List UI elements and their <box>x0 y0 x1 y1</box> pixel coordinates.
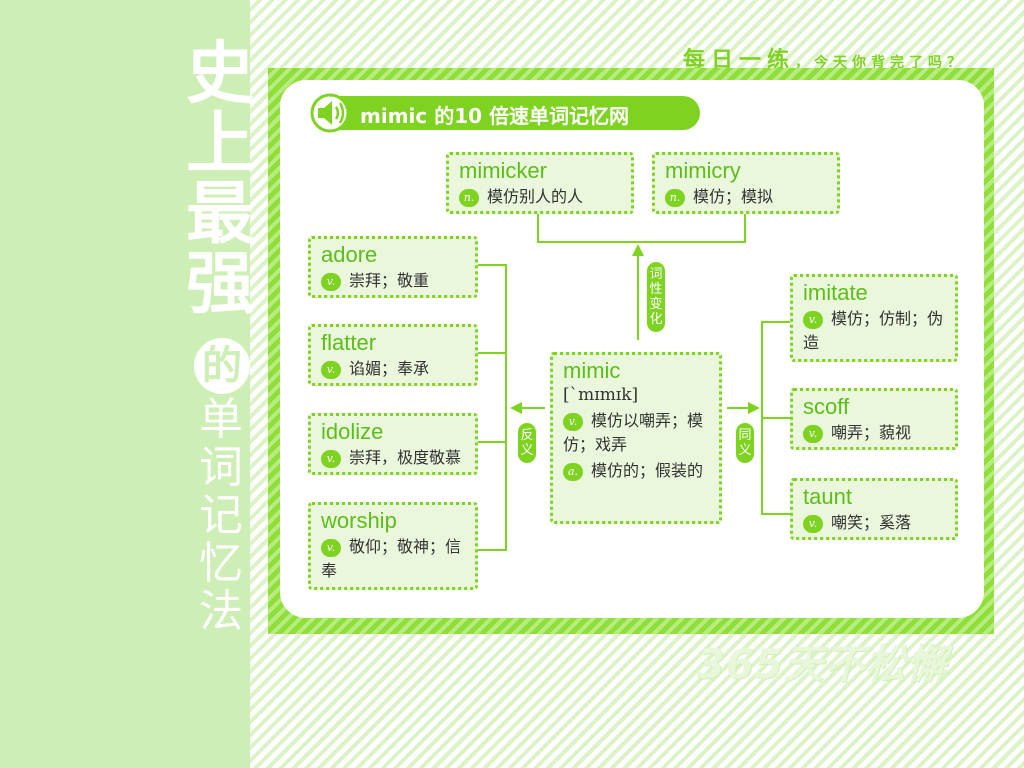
center-word-title: mimic <box>563 358 621 383</box>
synonym-tag: 同义 <box>736 423 754 463</box>
definition-text: 模仿；模拟 <box>693 187 774 206</box>
header-title: mimic 的10 倍速单词记忆网 <box>360 104 630 128</box>
word-title: mimicker <box>459 158 547 183</box>
word-title: idolize <box>321 419 384 444</box>
header-banner: mimic 的10 倍速单词记忆网 <box>310 93 700 133</box>
pos-badge: v. <box>803 425 823 443</box>
derived-word-card[interactable]: mimicry n. 模仿；模拟 <box>652 152 840 214</box>
side-subtitle-char: 词 <box>199 442 243 493</box>
word-definition: v.敬仰；敬神；信奉 <box>321 535 469 583</box>
top-slogan-tail: 今天你背完了吗？ <box>814 55 966 71</box>
pos-badge: v. <box>321 539 341 557</box>
side-subtitle-char: 忆 <box>199 538 243 589</box>
word-definition: v. 崇拜；敬重 <box>321 269 469 293</box>
definition-text: 崇拜；敬重 <box>349 271 430 290</box>
definition-text: 敬仰；敬神；信奉 <box>321 537 462 580</box>
center-word-card[interactable]: mimic [`mɪmɪk] v.模仿以嘲弄；模仿；戏弄 a. 模仿的；假装的 <box>550 352 722 524</box>
pos-badge: v. <box>321 361 341 379</box>
bottom-slogan: 365天不松懈 <box>697 642 948 688</box>
definition-text: 嘲弄；藐视 <box>831 423 912 442</box>
pos-badge: a. <box>563 463 583 481</box>
antonym-word-card[interactable]: adore v. 崇拜；敬重 <box>308 236 478 298</box>
word-title: taunt <box>803 484 852 509</box>
side-subtitle: 单 词 记 忆 法 <box>196 396 246 636</box>
arrow-up-icon <box>632 244 644 256</box>
pos-badge: v. <box>563 413 583 431</box>
side-title: 史 上 最 强 <box>180 40 260 320</box>
side-title-char: 史 <box>185 35 254 114</box>
definition-text: 崇拜，极度敬慕 <box>349 448 462 467</box>
pos-badge: n. <box>665 189 685 207</box>
side-title-char: 强 <box>185 245 254 324</box>
definition-text: 嘲笑；奚落 <box>831 513 912 532</box>
arrow-left-icon <box>510 402 522 414</box>
side-title-char: 上 <box>185 105 254 184</box>
phonetic-text: [`mɪmɪk] <box>563 385 639 405</box>
synonym-word-card[interactable]: taunt v. 嘲笑；奚落 <box>790 478 958 540</box>
synonym-word-card[interactable]: imitate v.模仿；仿制；伪造 <box>790 274 958 362</box>
word-title: worship <box>321 508 397 533</box>
definition-text: 模仿别人的人 <box>487 187 584 206</box>
pos-badge: n. <box>459 189 479 207</box>
pos-badge: v. <box>321 450 341 468</box>
word-definition: v.模仿；仿制；伪造 <box>803 307 949 355</box>
side-subtitle-char: 单 <box>199 394 243 445</box>
word-title: mimicry <box>665 158 741 183</box>
side-title-circle-char: 的 <box>194 338 250 394</box>
antonym-word-card[interactable]: idolize v. 崇拜，极度敬慕 <box>308 413 478 475</box>
word-title: scoff <box>803 394 850 419</box>
antonym-tag: 反义 <box>518 423 536 463</box>
word-definition: v.模仿以嘲弄；模仿；戏弄 <box>563 409 713 457</box>
definition-text: 谄媚；奉承 <box>349 359 430 378</box>
top-slogan-comma: ， <box>795 55 814 71</box>
pos-badge: v. <box>321 273 341 291</box>
synonym-word-card[interactable]: scoff v. 嘲弄；藐视 <box>790 388 958 450</box>
arrow-right-icon <box>748 402 760 414</box>
side-subtitle-char: 法 <box>199 586 243 637</box>
word-definition: a. 模仿的；假装的 <box>563 459 713 483</box>
side-subtitle-char: 记 <box>199 490 243 541</box>
derivation-tag: 词性变化 <box>647 262 665 332</box>
antonym-word-card[interactable]: flatter v. 谄媚；奉承 <box>308 324 478 386</box>
word-definition: v. 谄媚；奉承 <box>321 357 469 381</box>
side-title-char: 最 <box>185 175 254 254</box>
pos-badge: v. <box>803 515 823 533</box>
antonym-word-card[interactable]: worship v.敬仰；敬神；信奉 <box>308 502 478 590</box>
definition-text: 模仿的；假装的 <box>591 461 704 480</box>
speaker-icon <box>310 93 350 133</box>
word-definition: v. 崇拜，极度敬慕 <box>321 446 469 470</box>
word-definition: v. 嘲笑；奚落 <box>803 511 949 535</box>
derived-word-card[interactable]: mimicker n. 模仿别人的人 <box>446 152 634 214</box>
pos-badge: v. <box>803 311 823 329</box>
word-definition: n. 模仿别人的人 <box>459 185 625 209</box>
word-title: adore <box>321 242 378 267</box>
word-definition: n. 模仿；模拟 <box>665 185 831 209</box>
word-title: imitate <box>803 280 868 305</box>
word-definition: v. 嘲弄；藐视 <box>803 421 949 445</box>
definition-text: 模仿；仿制；伪造 <box>803 309 944 352</box>
word-title: flatter <box>321 330 377 355</box>
definition-text: 模仿以嘲弄；模仿；戏弄 <box>563 411 704 454</box>
